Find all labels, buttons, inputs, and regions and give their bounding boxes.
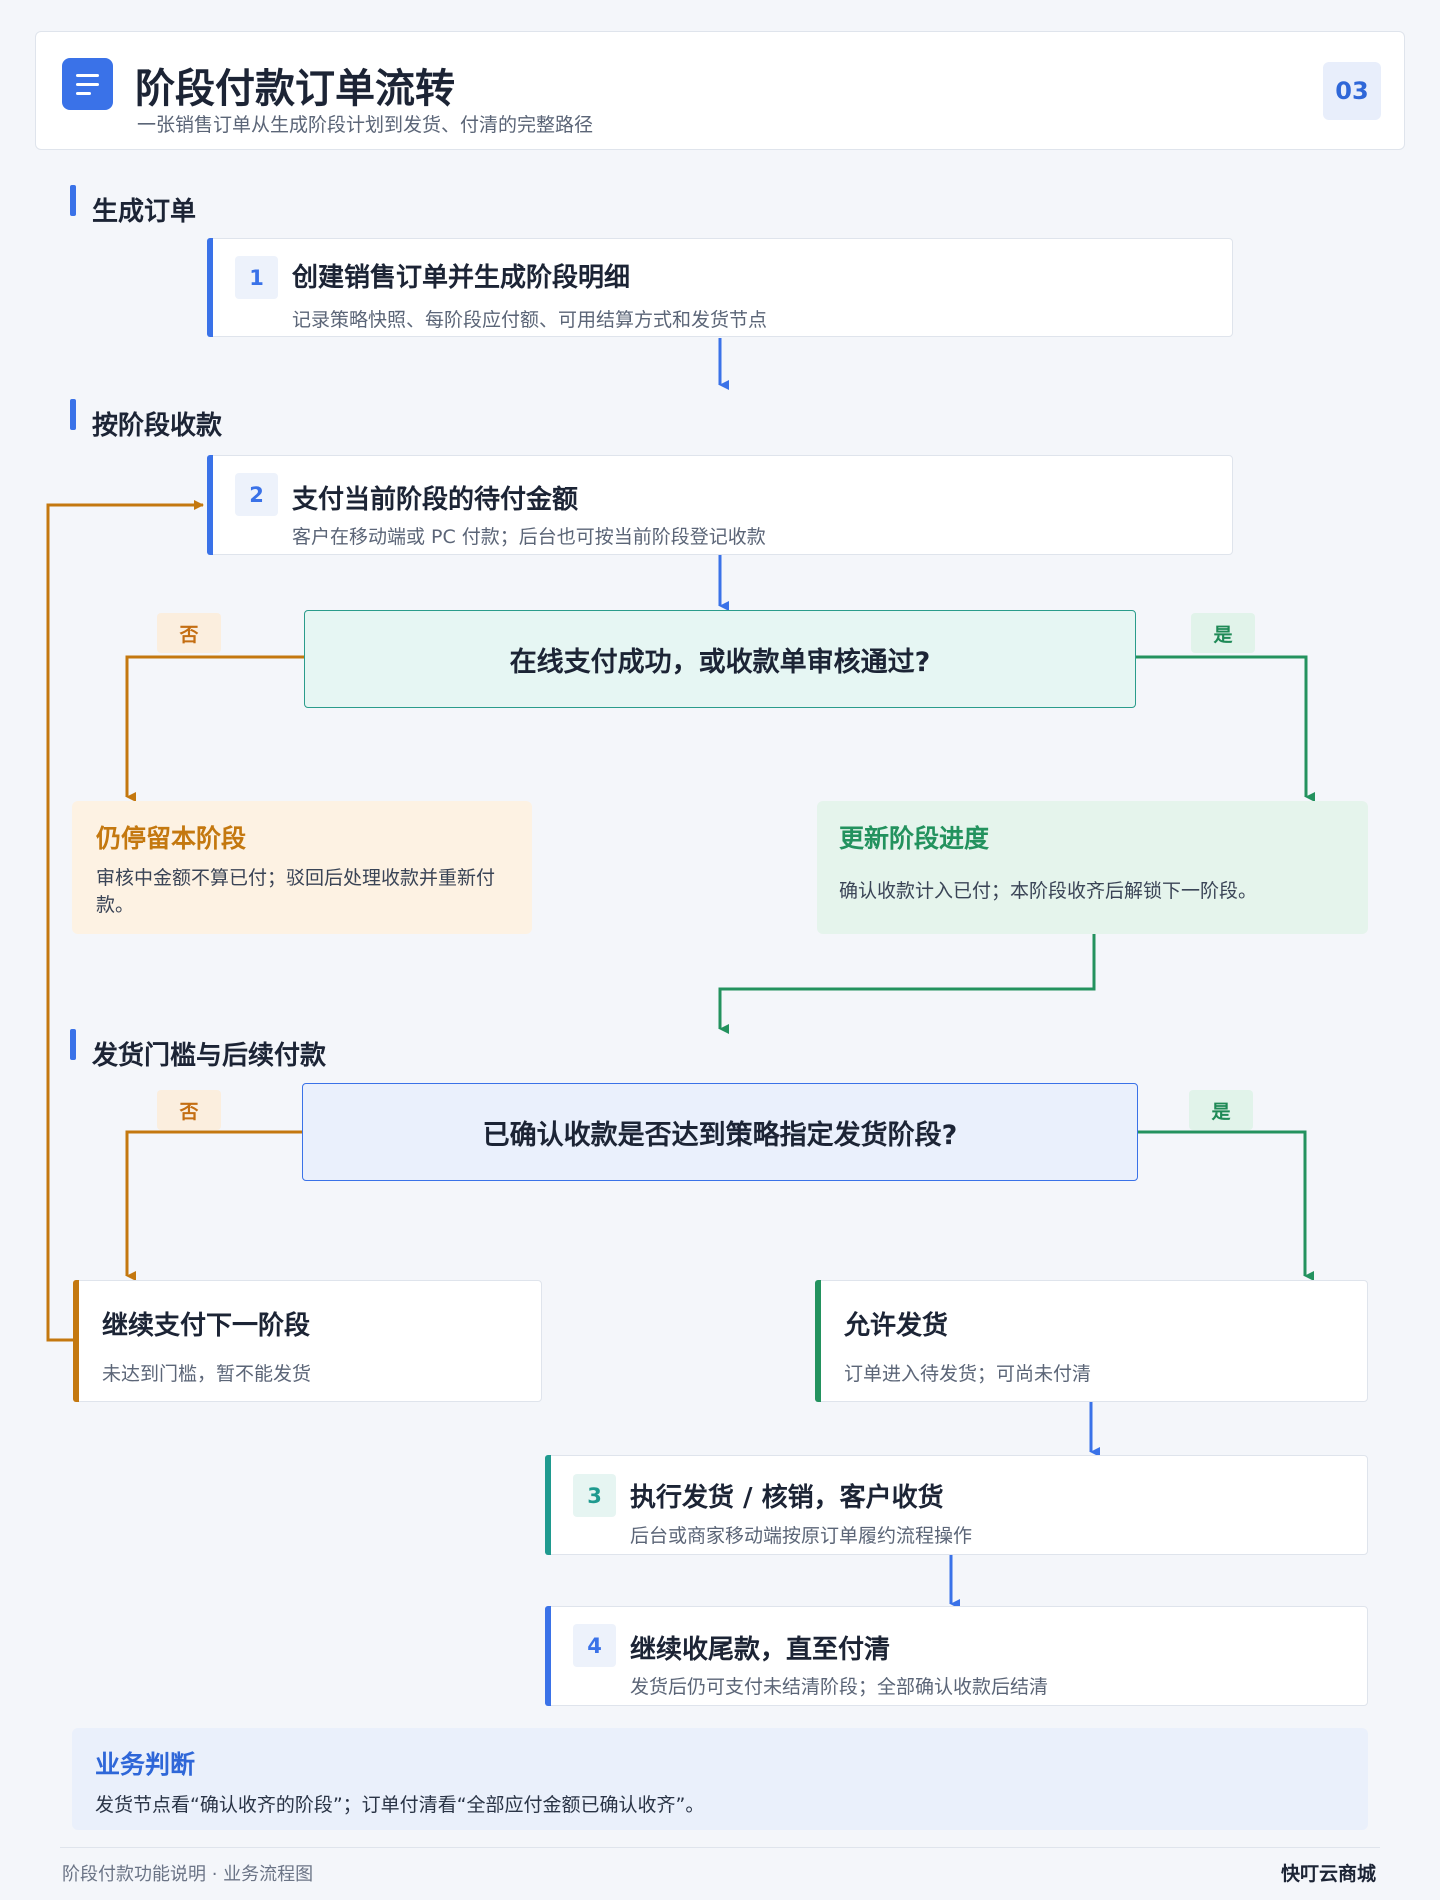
outcome-desc: 确认收款计入已付；本阶段收齐后解锁下一阶段。 — [839, 880, 1258, 902]
step-card-2: 2 支付当前阶段的待付金额 客户在移动端或 PC 付款；后台也可按当前阶段登记收… — [207, 455, 1233, 555]
page-title: 阶段付款订单流转 — [135, 66, 455, 112]
outcome-title: 更新阶段进度 — [839, 824, 990, 853]
outcome-title: 仍停留本阶段 — [96, 824, 247, 853]
outcome-stay-stage: 仍停留本阶段 审核中金额不算已付；驳回后处理收款并重新付款。 — [72, 801, 532, 934]
arrow-decision2-no — [125, 1130, 303, 1281]
section-title-create-order: 生成订单 — [92, 197, 197, 227]
step-card-1: 1 创建销售订单并生成阶段明细 记录策略快照、每阶段应付额、可用结算方式和发货节… — [207, 238, 1233, 337]
page-number-badge: 03 — [1323, 62, 1381, 120]
section-title-shipping: 发货门槛与后续付款 — [92, 1041, 327, 1071]
decision-shipping-threshold: 已确认收款是否达到策略指定发货阶段? — [302, 1083, 1138, 1181]
card-accent — [207, 455, 213, 555]
footer-divider — [60, 1847, 1380, 1848]
step-title: 创建销售订单并生成阶段明细 — [292, 263, 631, 293]
section-marker — [70, 185, 76, 216]
section-marker — [70, 1029, 76, 1060]
business-note-panel — [72, 1728, 1368, 1830]
yes-label: 是 — [1189, 1090, 1253, 1130]
section-marker — [70, 399, 76, 430]
decision-payment-success: 在线支付成功，或收款单审核通过? — [304, 610, 1136, 708]
card-accent — [545, 1455, 551, 1555]
outcome-desc: 订单进入待发货；可尚未付清 — [844, 1363, 1092, 1385]
arrow-decision1-no — [125, 655, 305, 802]
section-title-collect: 按阶段收款 — [92, 411, 223, 441]
footer-brand: 快叮云商城 — [1281, 1863, 1377, 1885]
outcome-title: 继续支付下一阶段 — [102, 1311, 311, 1341]
step-number: 2 — [235, 473, 278, 516]
card-accent — [207, 238, 213, 337]
arrow-decision2-yes — [1137, 1130, 1314, 1281]
card-accent — [73, 1280, 79, 1402]
step-desc: 后台或商家移动端按原订单履约流程操作 — [630, 1525, 973, 1547]
step-title: 执行发货 / 核销，客户收货 — [630, 1483, 944, 1513]
step-desc: 记录策略快照、每阶段应付额、可用结算方式和发货节点 — [292, 309, 768, 331]
note-text: 发货节点看“确认收齐的阶段”；订单付清看“全部应付金额已确认收齐”。 — [95, 1794, 705, 1816]
card-accent — [545, 1606, 551, 1706]
step-desc: 发货后仍可支付未结清阶段；全部确认收款后结清 — [630, 1676, 1049, 1698]
card-accent — [815, 1280, 821, 1402]
step-number: 4 — [573, 1624, 616, 1667]
step-number: 3 — [573, 1474, 616, 1517]
no-label: 否 — [157, 613, 221, 653]
page-subtitle: 一张销售订单从生成阶段计划到发货、付清的完整路径 — [137, 114, 594, 136]
step-desc: 客户在移动端或 PC 付款；后台也可按当前阶段登记收款 — [292, 526, 766, 548]
step-title: 继续收尾款，直至付清 — [630, 1635, 891, 1665]
outcome-continue-pay: 继续支付下一阶段 未达到门槛，暂不能发货 — [73, 1280, 542, 1402]
arrow-update-down — [718, 934, 1096, 1034]
step-title: 支付当前阶段的待付金额 — [292, 485, 579, 515]
note-title: 业务判断 — [95, 1750, 196, 1779]
footer-caption: 阶段付款功能说明 · 业务流程图 — [62, 1864, 314, 1885]
outcome-update-progress: 更新阶段进度 确认收款计入已付；本阶段收齐后解锁下一阶段。 — [817, 801, 1368, 934]
step-number: 1 — [235, 256, 278, 299]
arrow-decision1-yes — [1135, 655, 1315, 802]
header-card — [35, 31, 1405, 150]
outcome-allow-shipping: 允许发货 订单进入待发货；可尚未付清 — [815, 1280, 1368, 1402]
step-card-3: 3 执行发货 / 核销，客户收货 后台或商家移动端按原订单履约流程操作 — [545, 1455, 1368, 1555]
outcome-desc: 审核中金额不算已付；驳回后处理收款并重新付款。 — [96, 867, 496, 916]
no-label: 否 — [157, 1090, 221, 1130]
yes-label: 是 — [1191, 613, 1255, 653]
step-card-4: 4 继续收尾款，直至付清 发货后仍可支付未结清阶段；全部确认收款后结清 — [545, 1606, 1368, 1706]
outcome-desc: 未达到门槛，暂不能发货 — [102, 1363, 312, 1385]
outcome-title: 允许发货 — [844, 1311, 949, 1341]
document-list-icon — [62, 58, 113, 110]
arrow-loop-back — [46, 500, 204, 1342]
